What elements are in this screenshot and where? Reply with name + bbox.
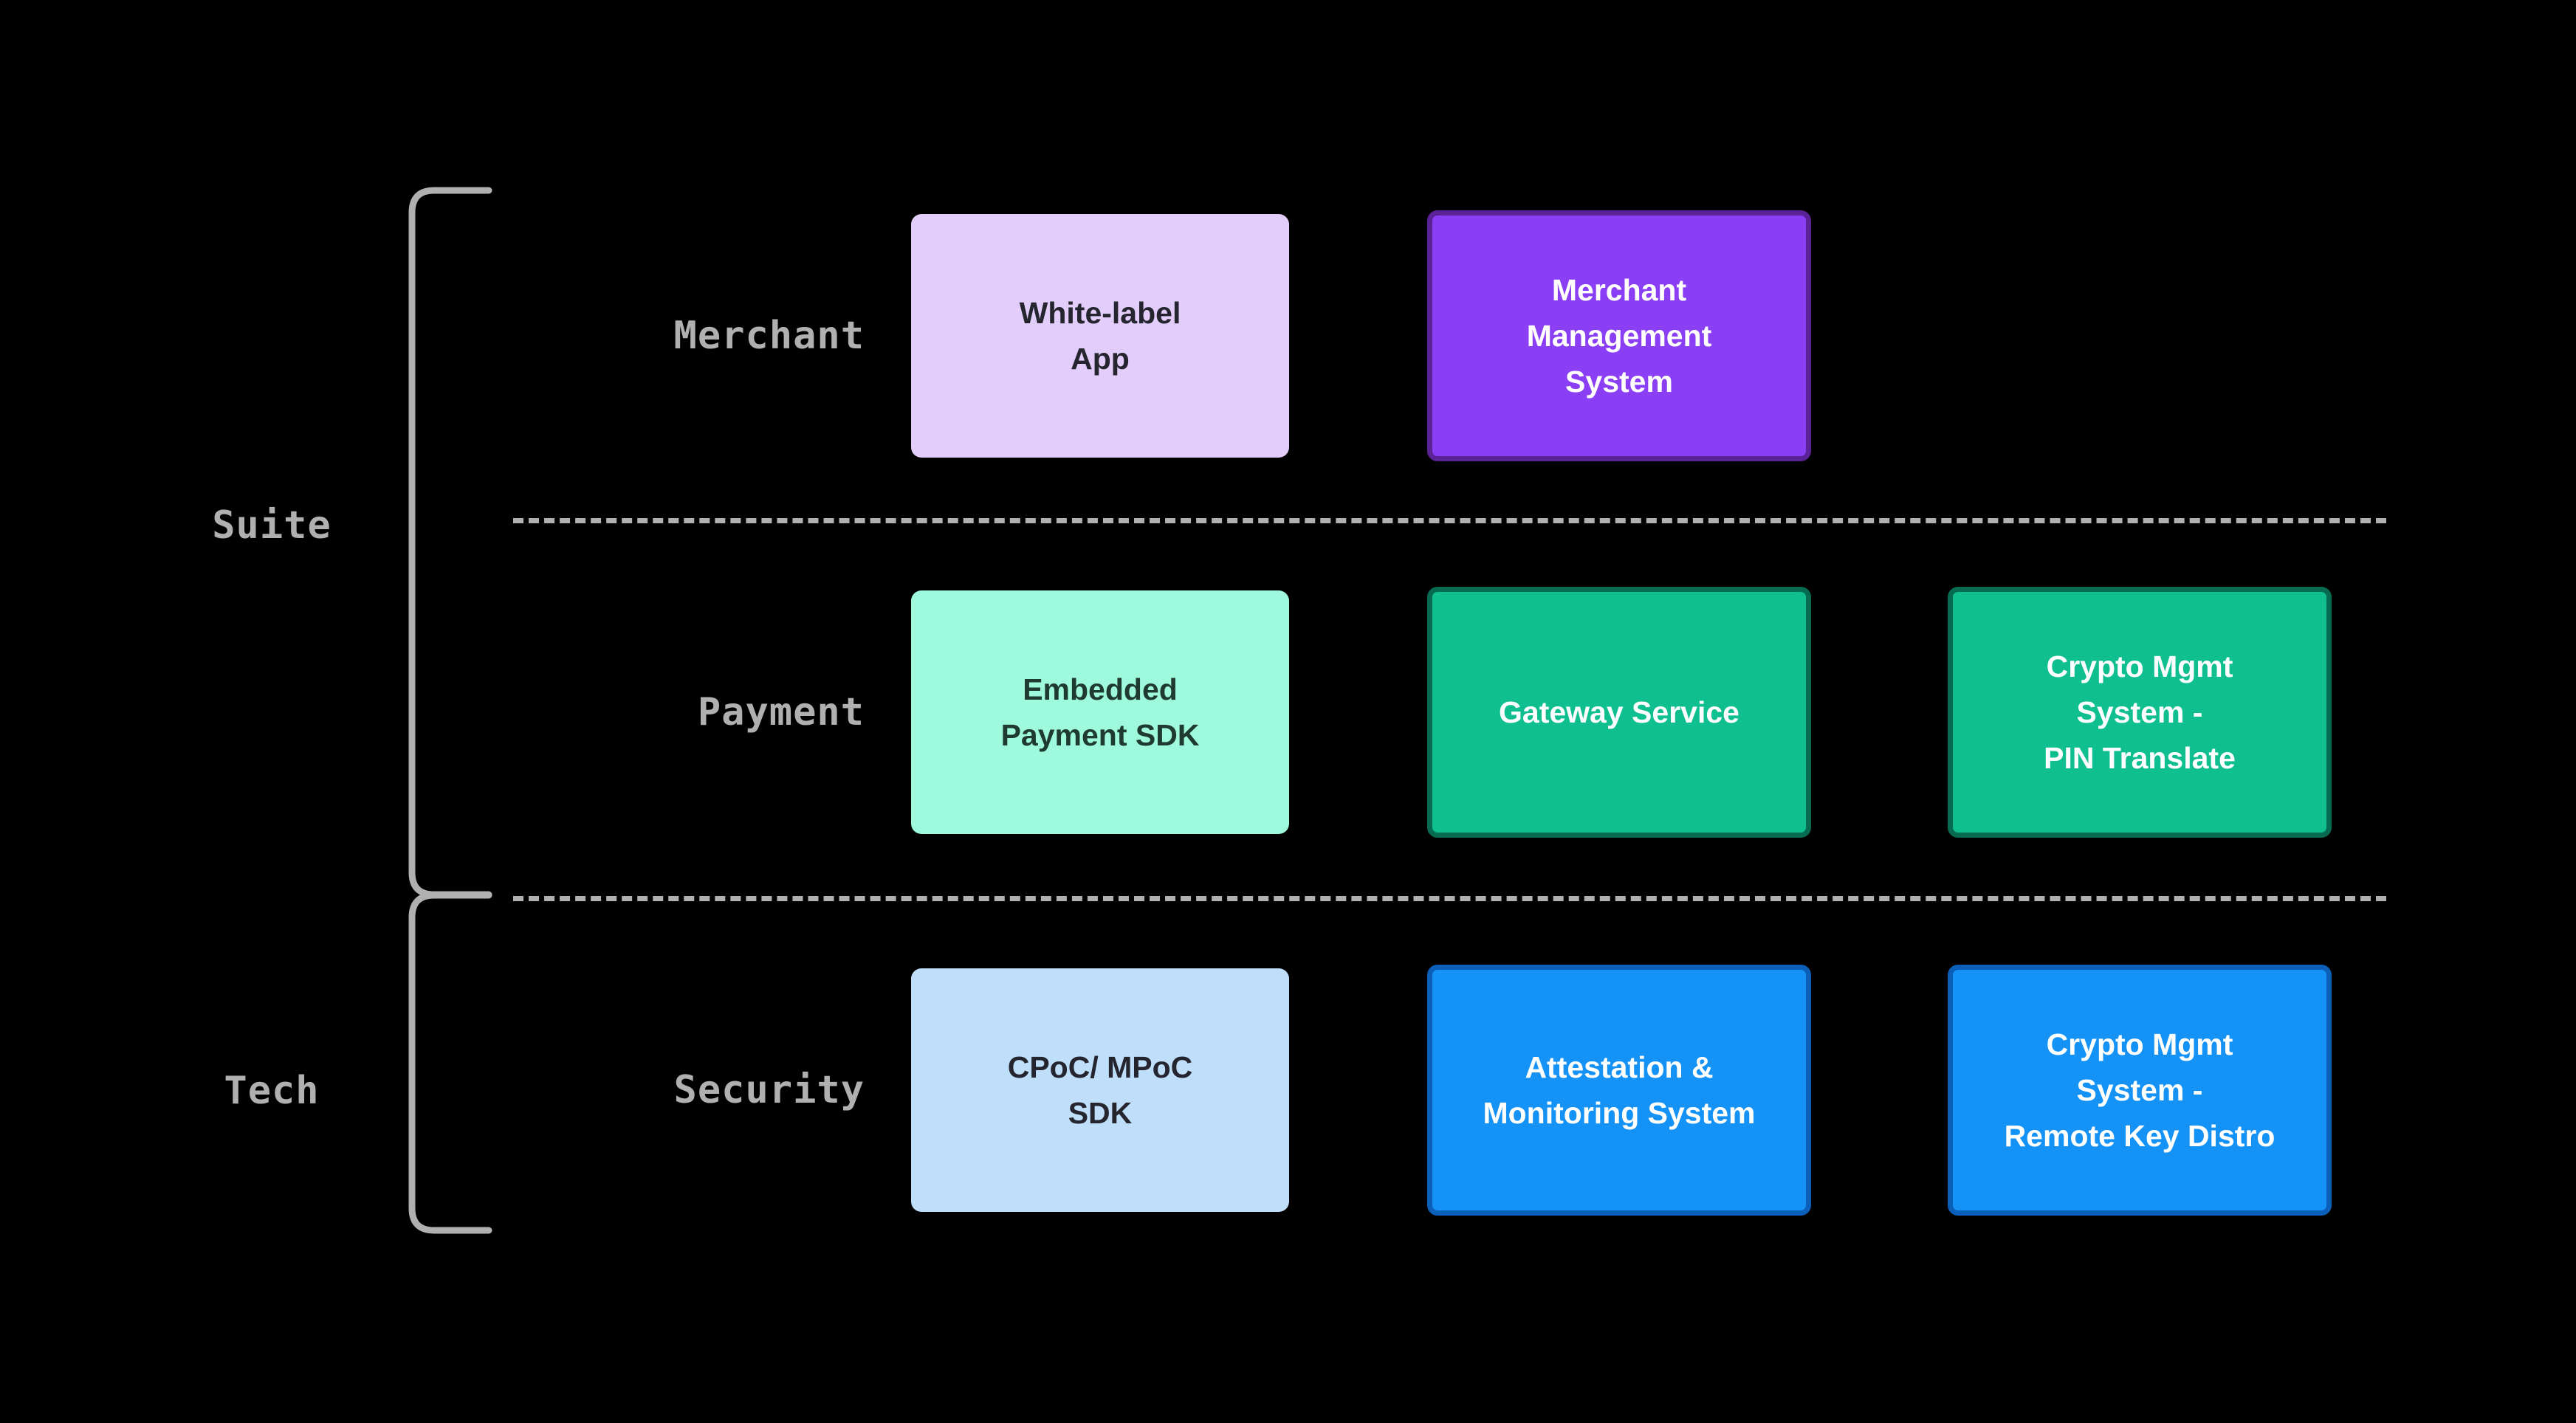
node-merchant-management-system[interactable]: Merchant Management System	[1427, 210, 1811, 461]
divider-merchant-payment	[513, 518, 2386, 523]
suite-bracket	[391, 185, 509, 900]
node-label: Merchant Management System	[1526, 272, 1712, 399]
node-crypto-mgmt-system-pin-translate[interactable]: Crypto Mgmt System - PIN Translate	[1948, 587, 2332, 838]
node-white-label-app[interactable]: White-label App	[911, 214, 1289, 458]
node-label: White-label App	[1019, 295, 1181, 376]
node-label: Attestation & Monitoring System	[1483, 1050, 1756, 1130]
row-label-security: Security	[673, 1068, 865, 1112]
group-label-suite: Suite	[212, 503, 332, 548]
tech-bracket	[391, 889, 509, 1244]
node-cpoc-mpoc-sdk[interactable]: CPoC/ MPoC SDK	[911, 968, 1289, 1212]
node-label: CPoC/ MPoC SDK	[1007, 1050, 1193, 1130]
node-embedded-payment-sdk[interactable]: Embedded Payment SDK	[911, 590, 1289, 834]
row-label-payment: Payment	[697, 690, 865, 734]
node-label: Crypto Mgmt System - Remote Key Distro	[2004, 1027, 2276, 1154]
node-gateway-service[interactable]: Gateway Service	[1427, 587, 1811, 838]
node-label: Gateway Service	[1499, 695, 1739, 729]
group-label-tech: Tech	[224, 1069, 320, 1113]
node-crypto-mgmt-system-remote-key-distro[interactable]: Crypto Mgmt System - Remote Key Distro	[1948, 965, 2332, 1216]
row-label-merchant: Merchant	[673, 314, 865, 358]
node-label: Embedded Payment SDK	[1000, 672, 1200, 752]
node-attestation-monitoring-system[interactable]: Attestation & Monitoring System	[1427, 965, 1811, 1216]
divider-payment-security	[513, 896, 2386, 901]
node-label: Crypto Mgmt System - PIN Translate	[2044, 649, 2236, 776]
